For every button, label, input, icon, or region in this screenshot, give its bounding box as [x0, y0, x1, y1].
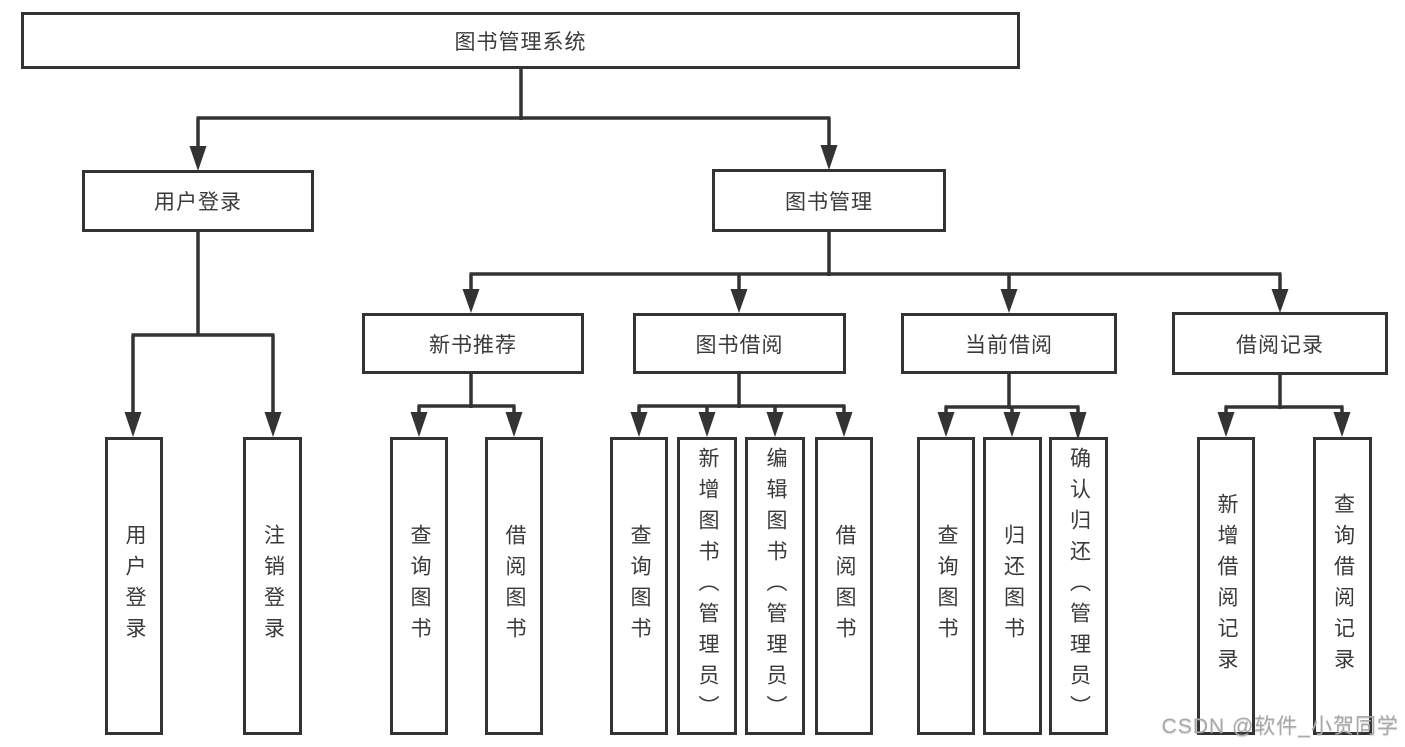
- node-borrow-records-label: 借阅记录: [1236, 333, 1324, 357]
- leaf-records-query-record-label: 查询借阅记录: [1331, 493, 1355, 679]
- node-new-book-recommend: 新书推荐: [362, 313, 584, 374]
- leaf-current-query-books-label: 查询图书: [935, 524, 958, 648]
- node-library-system-label: 图书管理系统: [454, 30, 587, 54]
- node-new-book-recommend-label: 新书推荐: [429, 333, 517, 357]
- connector-current-borrow-children: [937, 373, 1087, 440]
- node-library-system: 图书管理系统: [21, 12, 1020, 69]
- node-current-borrowing: 当前借阅: [901, 313, 1117, 374]
- node-user-login: 用户登录: [82, 170, 314, 232]
- node-book-borrowing: 图书借阅: [633, 313, 846, 374]
- leaf-current-query-books: 查询图书: [917, 437, 975, 735]
- leaf-current-return-books: 归还图书: [983, 437, 1042, 735]
- leaf-logout: 注销登录: [243, 437, 302, 735]
- connector-book-borrow-children: [630, 373, 853, 437]
- leaf-borrowing-borrow-books-label: 借阅图书: [833, 524, 856, 648]
- leaf-borrowing-query-books-label: 查询图书: [628, 524, 651, 648]
- leaf-current-confirm-return-admin: 确认归还（管理员）: [1049, 437, 1108, 735]
- leaf-newrec-query-books-label: 查询图书: [408, 524, 431, 648]
- leaf-user-login: 用户登录: [105, 437, 163, 735]
- leaf-newrec-borrow-books: 借阅图书: [485, 437, 543, 735]
- leaf-borrowing-edit-books-admin-label: 编辑图书（管理员）: [764, 446, 787, 726]
- node-book-management: 图书管理: [712, 169, 946, 232]
- leaf-borrowing-add-books-admin-label: 新增图书（管理员）: [696, 446, 719, 726]
- watermark: CSDN @软件_小贺同学: [1161, 715, 1399, 738]
- leaf-newrec-query-books: 查询图书: [390, 437, 448, 735]
- leaf-records-query-record: 查询借阅记录: [1313, 437, 1372, 735]
- node-user-login-label: 用户登录: [154, 191, 242, 214]
- node-current-borrowing-label: 当前借阅: [965, 333, 1053, 357]
- leaf-records-add-record-label: 新增借阅记录: [1215, 493, 1238, 679]
- connector-new-book-children: [410, 373, 523, 437]
- leaf-logout-label: 注销登录: [261, 524, 285, 648]
- node-book-management-label: 图书管理: [785, 190, 873, 214]
- leaf-records-add-record: 新增借阅记录: [1197, 437, 1255, 735]
- leaf-user-login-label: 用户登录: [123, 524, 146, 648]
- connector-root-to-level2: [189, 67, 838, 171]
- leaf-newrec-borrow-books-label: 借阅图书: [503, 524, 526, 648]
- leaf-current-return-books-label: 归还图书: [1001, 524, 1025, 648]
- leaf-borrowing-add-books-admin: 新增图书（管理员）: [677, 437, 737, 735]
- connector-book-mgmt-children: [462, 231, 1289, 313]
- leaf-borrowing-edit-books-admin: 编辑图书（管理员）: [745, 437, 805, 735]
- connector-user-login-children: [124, 231, 282, 437]
- node-borrow-records: 借阅记录: [1172, 312, 1388, 375]
- leaf-current-confirm-return-admin-label: 确认归还（管理员）: [1067, 446, 1091, 726]
- leaf-borrowing-query-books: 查询图书: [610, 437, 668, 735]
- node-book-borrowing-label: 图书借阅: [695, 333, 784, 357]
- leaf-borrowing-borrow-books: 借阅图书: [815, 437, 873, 735]
- connector-borrow-records-children: [1217, 373, 1351, 437]
